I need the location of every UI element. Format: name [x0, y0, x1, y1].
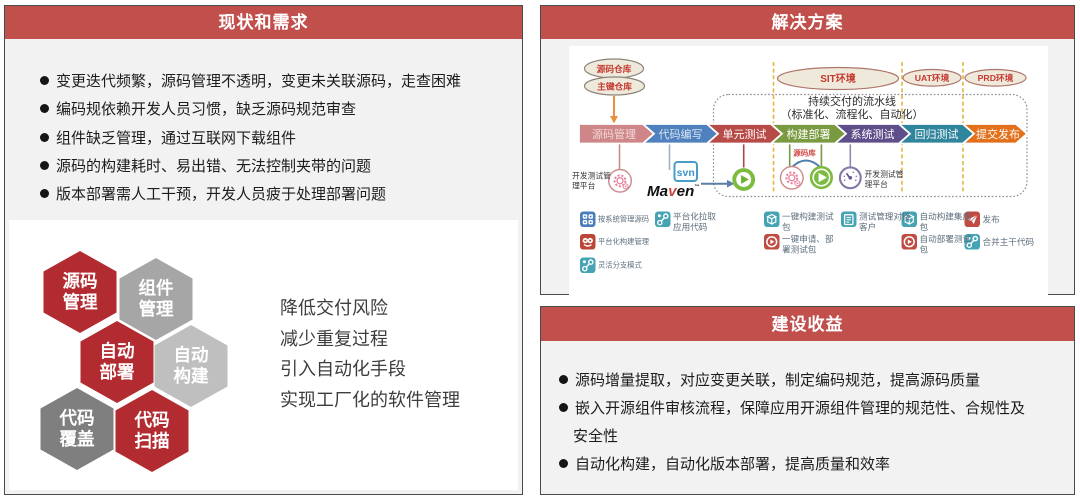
svg-text:PRD环境: PRD环境	[978, 72, 1014, 83]
svg-text:管理: 管理	[63, 292, 98, 312]
svg-text:系统测试: 系统测试	[851, 128, 895, 141]
svg-text:发布: 发布	[983, 214, 1001, 225]
svg-text:SIT环境: SIT环境	[820, 72, 856, 85]
svg-text:构建: 构建	[174, 366, 209, 386]
svg-text:一键申请、部: 一键申请、部	[782, 233, 834, 244]
svg-text:包: 包	[920, 244, 929, 255]
svg-text:回归测试: 回归测试	[915, 127, 959, 141]
svg-text:包: 包	[920, 221, 929, 232]
svg-text:客户: 客户	[859, 221, 876, 232]
svg-text:平台化构建管理: 平台化构建管理	[598, 237, 650, 246]
svg-text:一键构建测试: 一键构建测试	[782, 211, 834, 222]
svg-text:管理: 管理	[139, 299, 174, 319]
svg-text:覆盖: 覆盖	[60, 429, 95, 449]
svg-text:灵活分支模式: 灵活分支模式	[598, 261, 642, 270]
svg-text:svn: svn	[677, 167, 695, 179]
svg-text:UAT环境: UAT环境	[915, 72, 950, 83]
svg-text:源码管理: 源码管理	[592, 127, 636, 141]
svg-text:（标准化、流程化、自动化）: （标准化、流程化、自动化）	[781, 107, 924, 121]
svg-text:Maven™: Maven™	[647, 183, 699, 200]
svg-text:主键仓库: 主键仓库	[597, 81, 632, 92]
svg-text:开发测试管: 开发测试管	[865, 169, 904, 179]
svg-text:平台化拉取: 平台化拉取	[673, 211, 716, 222]
svg-text:自动: 自动	[174, 345, 209, 365]
svg-text:自动: 自动	[100, 341, 135, 361]
svg-text:自动构建集成: 自动构建集成	[920, 211, 972, 222]
svg-text:理平台: 理平台	[865, 179, 889, 189]
svg-text:代码: 代码	[59, 408, 95, 428]
svg-text:扫描: 扫描	[135, 431, 170, 451]
svg-text:测试管理对接: 测试管理对接	[859, 211, 911, 222]
svg-text:理平台: 理平台	[572, 181, 596, 191]
svg-text:自动部署测试: 自动部署测试	[920, 233, 972, 244]
svg-text:组件: 组件	[139, 278, 174, 298]
svg-text:源码仓库: 源码仓库	[596, 63, 632, 74]
svg-text:应用代码: 应用代码	[673, 221, 708, 232]
svg-text:源码库: 源码库	[793, 148, 816, 158]
svg-text:按系统管理源码: 按系统管理源码	[598, 215, 649, 224]
svg-text:包: 包	[782, 221, 791, 232]
svg-text:署测试包: 署测试包	[782, 244, 817, 255]
svg-text:代码: 代码	[134, 410, 170, 430]
svg-text:源码: 源码	[63, 271, 98, 291]
svg-text:代码编写: 代码编写	[659, 127, 703, 141]
svg-text:部署: 部署	[100, 362, 135, 382]
svg-text:单元测试: 单元测试	[723, 128, 767, 141]
svg-text:合并主干代码: 合并主干代码	[983, 236, 1035, 247]
svg-text:持续交付的流水线: 持续交付的流水线	[808, 94, 896, 108]
svg-text:提交发布: 提交发布	[976, 127, 1020, 141]
svg-text:开发测试管: 开发测试管	[572, 171, 611, 181]
svg-text:构建部署: 构建部署	[787, 127, 831, 141]
